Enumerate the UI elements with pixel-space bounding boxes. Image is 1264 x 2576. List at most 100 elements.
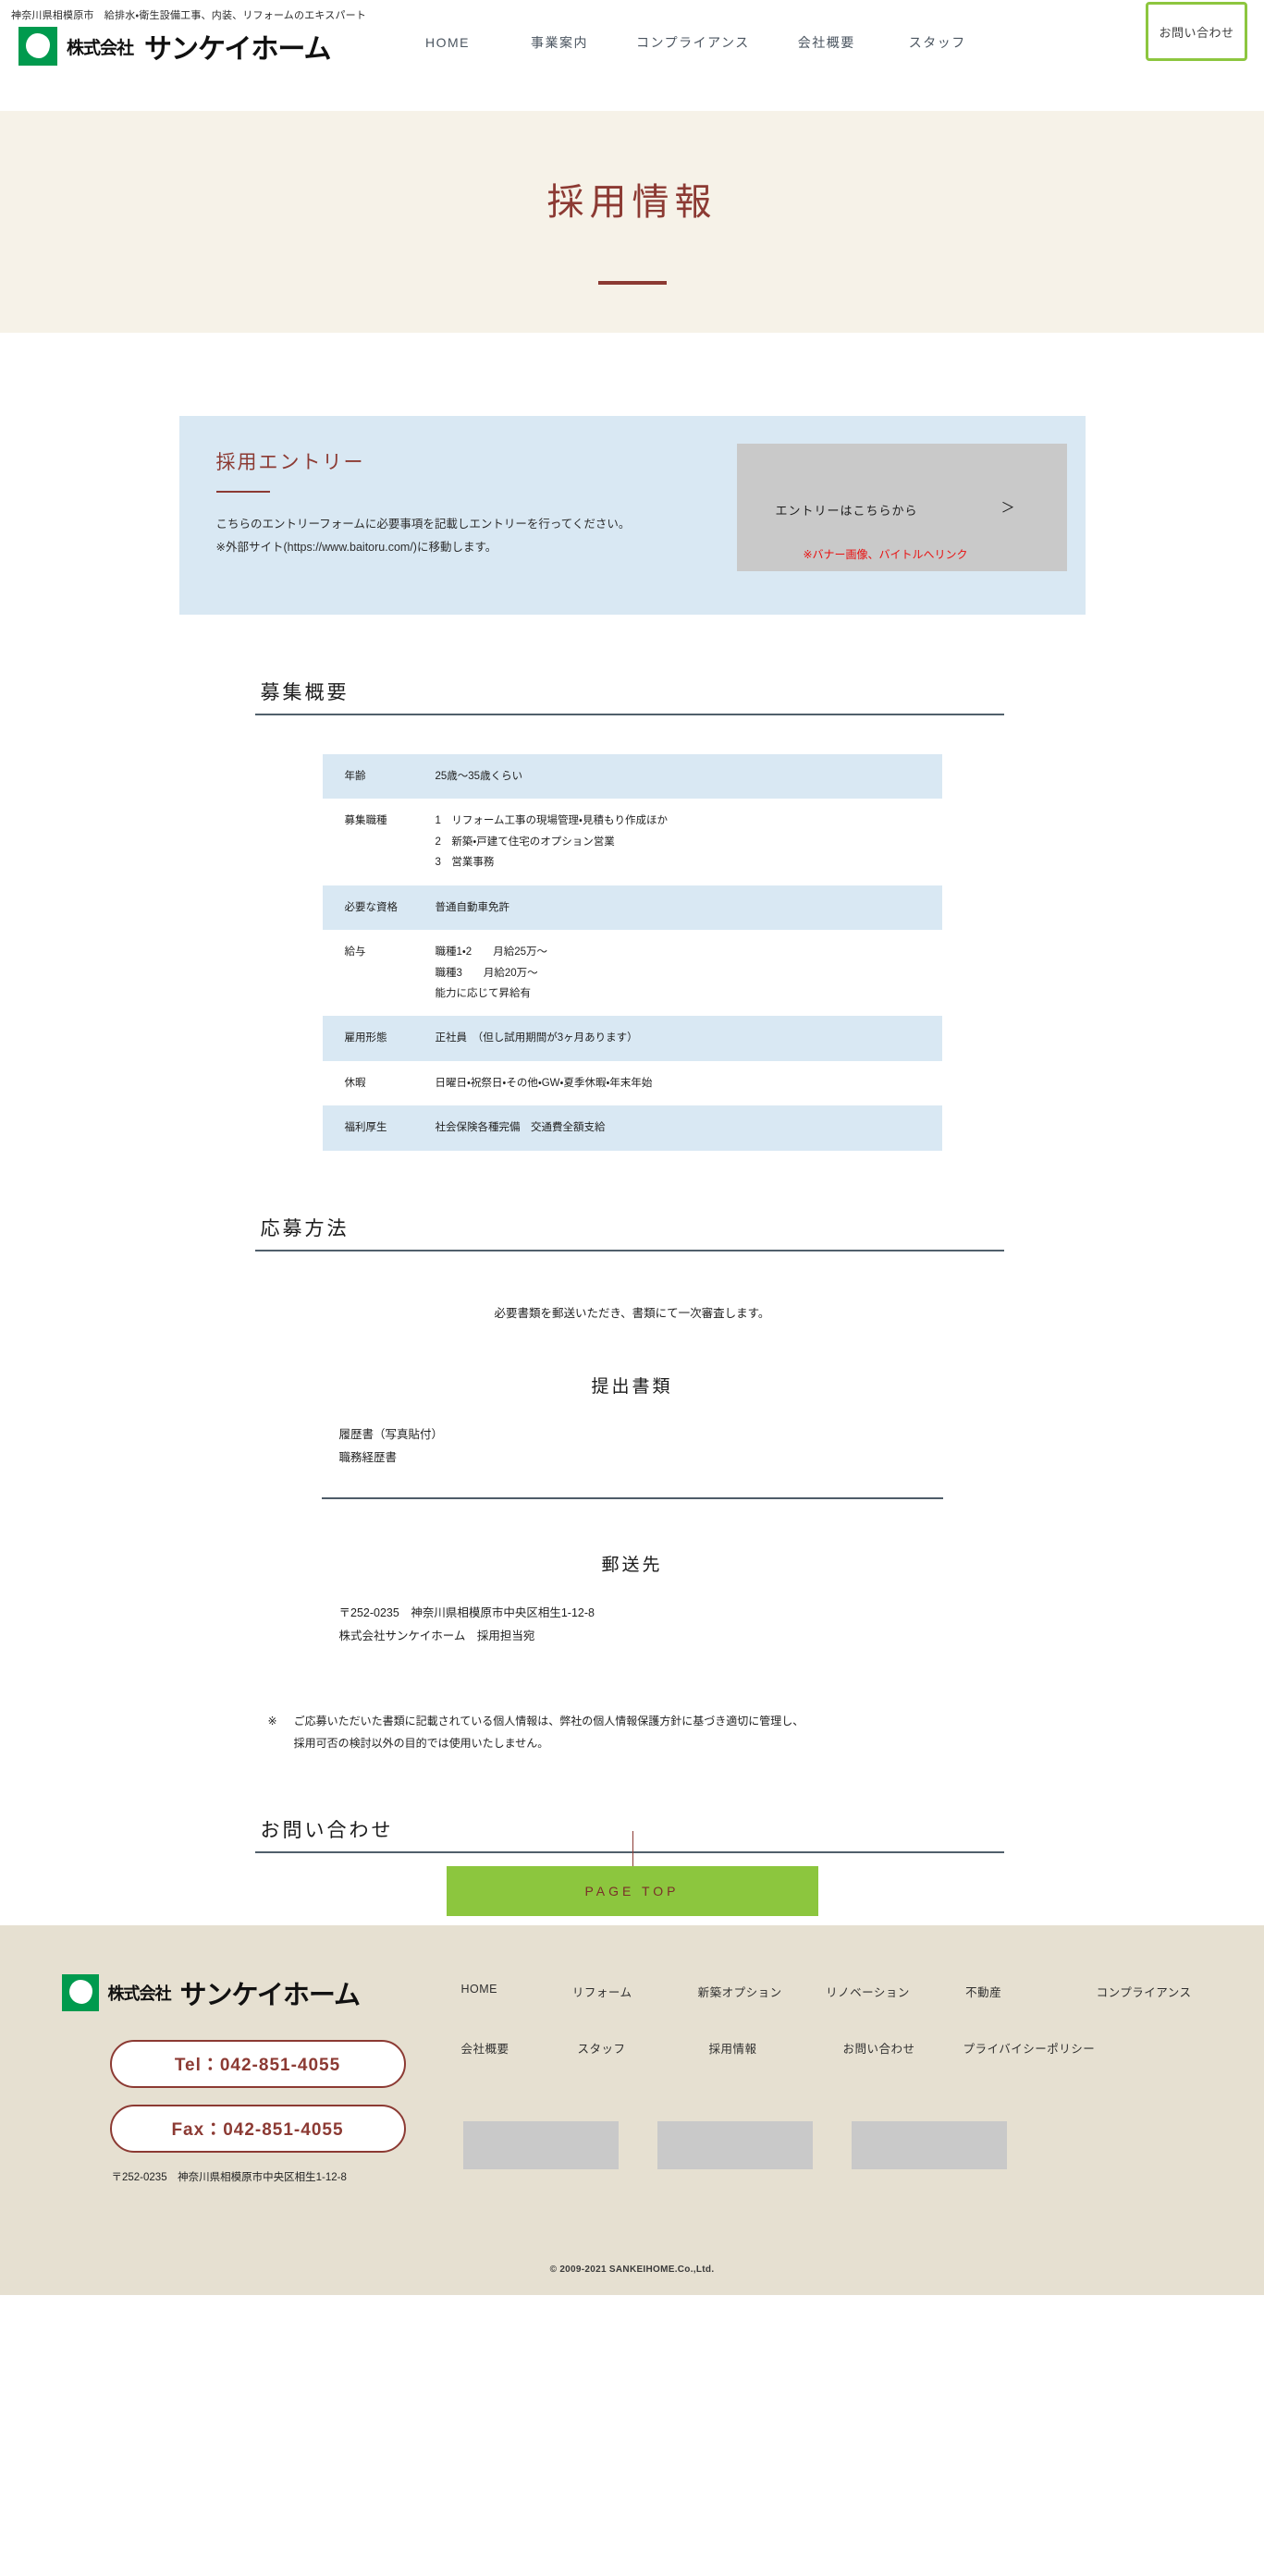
- entry-description-line1: こちらのエントリーフォームに必要事項を記載しエントリーを行ってください。: [215, 518, 631, 531]
- chevron-right-icon: ＞: [1000, 500, 1015, 516]
- row-label: 必要な資格: [344, 901, 399, 913]
- note-mark: ※: [267, 1714, 277, 1728]
- site-logo[interactable]: 株式会社 サンケイホーム: [18, 26, 332, 67]
- footer-link-realestate[interactable]: 不動産: [965, 1985, 1002, 1999]
- job-table-body: 年齢 25歳～35歳くらい 募集職種 1 リフォーム工事の現場管理・見積もり作成…: [322, 754, 942, 1151]
- documents-list: 履歴書（写真貼付） 職務経歴書: [323, 1423, 942, 1470]
- entry-panel: 採用エントリー こちらのエントリーフォームに必要事項を記載しエントリーを行ってく…: [178, 416, 1086, 615]
- table-row: 給与 職種1・2 月給25万～ 職種3 月給20万～ 能力に応じて昇給有: [323, 930, 942, 1016]
- logo-prefix: 株式会社: [67, 38, 134, 58]
- logo-flower-icon: [61, 1973, 99, 2011]
- header-contact-button[interactable]: お問い合わせ: [1146, 2, 1247, 61]
- copyright: © 2009-2021 SANKEIHOME.Co.,Ltd.: [549, 2264, 715, 2275]
- footer-link-renovation[interactable]: リノベーション: [826, 1985, 910, 1999]
- section-header-apply: 応募方法: [254, 1214, 1004, 1251]
- entry-banner-cta: エントリーはこちらから: [775, 504, 918, 518]
- row-value: 普通自動車免許: [436, 885, 942, 930]
- row-label: 給与: [344, 946, 366, 958]
- address-line: 株式会社サンケイホーム 採用担当宛: [338, 1630, 535, 1643]
- row-label: 休暇: [344, 1077, 366, 1089]
- row-value-line: 職種3 月給20万～: [435, 967, 538, 979]
- apply-heading-rule: [254, 1249, 1004, 1251]
- logo-company-name: サンケイホーム: [144, 34, 331, 65]
- table-row: 雇用形態 正社員 （但し試用期間が3ヶ月あります）: [322, 1016, 942, 1061]
- row-label: 雇用形態: [344, 1032, 387, 1044]
- row-value-line: 能力に応じて昇給有: [435, 987, 532, 999]
- footer-logo-prefix: 株式会社: [107, 1984, 172, 2003]
- row-value-line: 1 リフォーム工事の現場管理・見積もり作成ほか: [435, 815, 668, 827]
- footer-link-company[interactable]: 会社概要: [460, 2042, 509, 2056]
- footer-link-newbuild-option[interactable]: 新築オプション: [697, 1985, 782, 1999]
- title-underline: [597, 281, 667, 285]
- footer-link-reform[interactable]: リフォーム: [571, 1985, 632, 1999]
- site-header: 神奈川県相模原市 給排水・衛生設備工事、内装、リフォームのエキスパート 株式会社…: [0, 0, 1264, 111]
- entry-banner-note: ※バナー画像、バイトルへリンク: [803, 548, 968, 561]
- row-label: 募集職種: [344, 815, 387, 827]
- page-top-area: PAGE TOP: [179, 1830, 1086, 1916]
- nav-item-staff[interactable]: スタッフ: [908, 35, 966, 50]
- footer-banner-1[interactable]: [462, 2120, 619, 2169]
- footer-address: 〒252-0235 神奈川県相模原市中央区相生1-12-8: [111, 2171, 347, 2183]
- table-row: 必要な資格 普通自動車免許: [322, 885, 942, 931]
- job-overview-table: 年齢 25歳～35歳くらい 募集職種 1 リフォーム工事の現場管理・見積もり作成…: [322, 754, 942, 1151]
- footer-link-recruit[interactable]: 採用情報: [708, 2042, 757, 2056]
- footer-links-row-1: HOME リフォーム 新築オプション リノベーション 不動産 コンプライアンス: [461, 1983, 1192, 2000]
- footer-link-privacy[interactable]: プライバイシーポリシー: [963, 2042, 1096, 2056]
- footer-banners: [462, 2120, 1007, 2169]
- note-line: ご応募いただいた書類に記載されている個人情報は、弊社の個人情報保護方針に基づき適…: [293, 1714, 804, 1728]
- nav-item-home[interactable]: HOME: [425, 35, 470, 50]
- footer-logo-name: サンケイホーム: [179, 1980, 362, 2010]
- logo-flower-icon: [18, 27, 57, 66]
- row-value-line: 3 営業事務: [435, 857, 495, 869]
- page-title-band: 採用情報: [0, 111, 1264, 333]
- page-top-button[interactable]: PAGE TOP: [446, 1865, 818, 1916]
- site-footer: 株式会社 サンケイホーム Tel：042-851-4055 Fax：042-85…: [0, 1924, 1264, 2295]
- row-value-line: 職種1・2 月給25万～: [435, 946, 548, 958]
- overview-heading-rule: [254, 714, 1004, 715]
- page-top-connector: [632, 1830, 633, 1885]
- contact-heading-rule: [254, 1850, 1004, 1853]
- apply-lead-text: 必要書類を郵送いただき、書類にて一次審査します。: [494, 1306, 770, 1320]
- entry-heading: 採用エントリー: [215, 451, 365, 473]
- overview-heading: 募集概要: [260, 681, 350, 703]
- footer-links: HOME リフォーム 新築オプション リノベーション 不動産 コンプライアンス …: [461, 1983, 1192, 2095]
- footer-link-compliance[interactable]: コンプライアンス: [1096, 1985, 1192, 1999]
- row-value-line: 社会保険各種完備 交通費全額支給: [435, 1122, 606, 1134]
- row-value-line: 2 新築・戸建て住宅のオプション営業: [435, 836, 615, 848]
- content-inner: 採用エントリー こちらのエントリーフォームに必要事項を記載しエントリーを行ってく…: [178, 416, 1086, 1916]
- address-line: 〒252-0235 神奈川県相模原市中央区相生1-12-8: [338, 1605, 595, 1619]
- table-row: 福利厚生 社会保険各種完備 交通費全額支給: [322, 1105, 942, 1151]
- list-item: 職務経歴書: [338, 1450, 398, 1464]
- nav-item-business[interactable]: 事業案内: [531, 35, 588, 50]
- entry-banner-placeholder[interactable]: エントリーはこちらから ＞ ※バナー画像、バイトルへリンク: [736, 444, 1067, 571]
- footer-link-contact[interactable]: お問い合わせ: [842, 2042, 915, 2056]
- header-tagline: 神奈川県相模原市 給排水・衛生設備工事、内装、リフォームのエキスパート: [11, 10, 367, 21]
- nav-item-company[interactable]: 会社概要: [797, 35, 855, 50]
- footer-tel[interactable]: Tel：042-851-4055: [109, 2039, 406, 2088]
- footer-banner-2[interactable]: [657, 2120, 813, 2169]
- page-root: 神奈川県相模原市 給排水・衛生設備工事、内装、リフォームのエキスパート 株式会社…: [0, 0, 1264, 2295]
- mailing-address: 〒252-0235 神奈川県相模原市中央区相生1-12-8 株式会社サンケイホー…: [323, 1602, 942, 1649]
- row-value: 25歳～35歳くらい: [436, 754, 942, 799]
- row-value: 社会保険各種完備 交通費全額支給: [436, 1105, 942, 1150]
- row-value: 日曜日・祝祭日・その他・GW・夏季休暇・年末年始: [436, 1061, 942, 1105]
- documents-heading: 提出書類: [591, 1376, 673, 1397]
- page-title: 採用情報: [546, 181, 718, 223]
- table-row: 募集職種 1 リフォーム工事の現場管理・見積もり作成ほか 2 新築・戸建て住宅の…: [323, 799, 942, 885]
- row-value-line: 日曜日・祝祭日・その他・GW・夏季休暇・年末年始: [435, 1077, 653, 1089]
- footer-link-home[interactable]: HOME: [460, 1982, 497, 1996]
- footer-link-staff[interactable]: スタッフ: [577, 2042, 626, 2056]
- divider: [321, 1496, 943, 1499]
- privacy-note: ※ ご応募いただいた書類に記載されている個人情報は、弊社の個人情報保護方針に基づ…: [244, 1710, 1021, 1754]
- contact-heading: お問い合わせ: [260, 1818, 394, 1841]
- main-nav: HOME 事業案内 コンプライアンス 会社概要 スタッフ: [425, 33, 966, 52]
- footer-banner-3[interactable]: [851, 2120, 1007, 2169]
- row-value: 職種1・2 月給25万～ 職種3 月給20万～ 能力に応じて昇給有: [436, 930, 942, 1016]
- footer-logo[interactable]: 株式会社 サンケイホーム: [61, 1973, 362, 2012]
- row-value: 正社員 （但し試用期間が3ヶ月あります）: [436, 1016, 942, 1060]
- main-content: 採用エントリー こちらのエントリーフォームに必要事項を記載しエントリーを行ってく…: [0, 416, 1264, 1925]
- nav-item-compliance[interactable]: コンプライアンス: [636, 35, 750, 50]
- list-item: 履歴書（写真貼付）: [338, 1427, 444, 1441]
- row-value-line: 25歳～35歳くらい: [435, 771, 523, 782]
- row-label: 福利厚生: [344, 1122, 387, 1134]
